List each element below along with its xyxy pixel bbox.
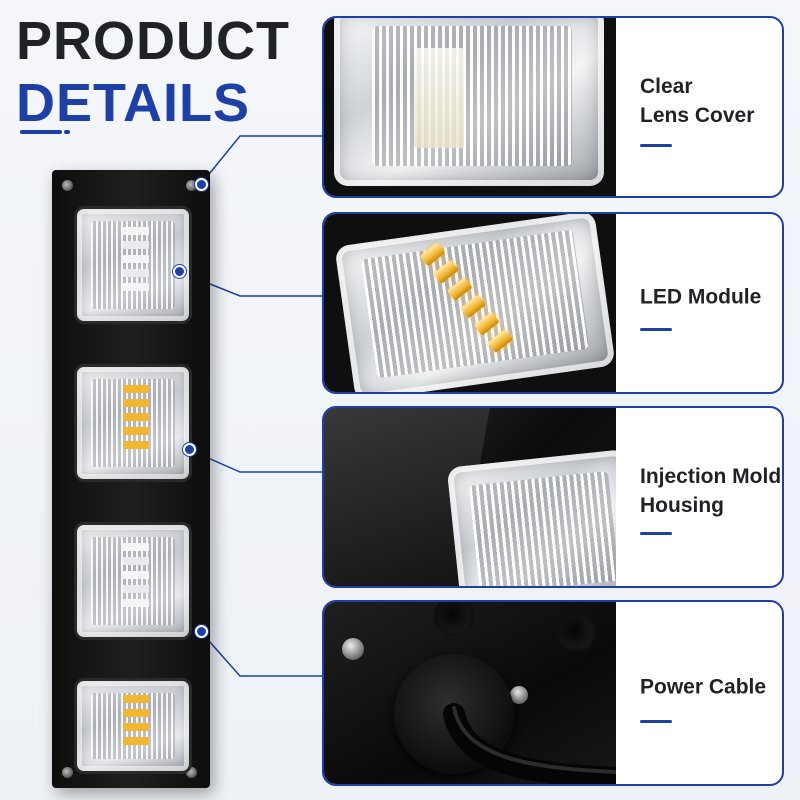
headline-line-2: DETAILS: [16, 73, 250, 133]
bolt-icon: [342, 638, 364, 660]
feature-label: Power Cable: [640, 673, 782, 702]
feature-panel-power-cable: Power Cable: [322, 600, 784, 786]
leader-line-lens-cover: [200, 135, 322, 185]
feature-label-line-1: Clear: [640, 75, 693, 99]
lens-unit-2: [74, 364, 192, 482]
callout-dot-lens-cover: [195, 178, 208, 191]
mounting-hole: [434, 602, 474, 636]
feature-label: Injection Mold Housing: [640, 462, 782, 520]
leader-line-power-cable: [200, 631, 322, 677]
screw-icon: [62, 180, 73, 191]
callout-dot-housing: [183, 443, 196, 456]
lens-unit-1: [74, 206, 192, 324]
lens-unit-3: [74, 522, 192, 640]
headline-line-1: PRODUCT: [16, 11, 290, 71]
screw-icon: [186, 180, 197, 191]
lens-cover-closeup-image: [324, 18, 616, 196]
bolt-icon: [510, 686, 528, 704]
feature-panel-lens-cover: Clear Lens Cover: [322, 16, 784, 198]
led-module-closeup-image: [324, 214, 616, 392]
mounting-hole: [556, 612, 596, 652]
feature-label-line-2: Lens Cover: [640, 104, 755, 128]
feature-label-line-1: LED Module: [640, 285, 762, 309]
feature-label-underline: [640, 532, 672, 535]
feature-label-underline: [640, 720, 672, 723]
feature-panel-led-module: LED Module: [322, 212, 784, 394]
screw-icon: [62, 767, 73, 778]
screw-icon: [186, 767, 197, 778]
feature-label-line-1: Power Cable: [640, 675, 767, 699]
light-bar-product: [52, 170, 210, 788]
headline-underline: [20, 130, 62, 134]
power-cable-line: [443, 703, 616, 784]
feature-panel-housing: Injection Mold Housing: [322, 406, 784, 588]
housing-closeup-image: [324, 408, 616, 586]
feature-label-line-1: Injection Mold: [640, 465, 782, 489]
feature-label-underline: [640, 328, 672, 331]
feature-label-line-2: Housing: [640, 494, 724, 518]
feature-label: Clear Lens Cover: [640, 72, 782, 130]
power-cable-closeup-image: [324, 602, 616, 784]
headline: PRODUCT DETAILS: [16, 14, 290, 130]
feature-label: LED Module: [640, 283, 782, 312]
callout-dot-led-module: [173, 265, 186, 278]
lens-unit-4: [74, 678, 192, 774]
feature-label-underline: [640, 144, 672, 147]
headline-underline-dot: [64, 130, 70, 134]
callout-dot-power-cable: [195, 625, 208, 638]
